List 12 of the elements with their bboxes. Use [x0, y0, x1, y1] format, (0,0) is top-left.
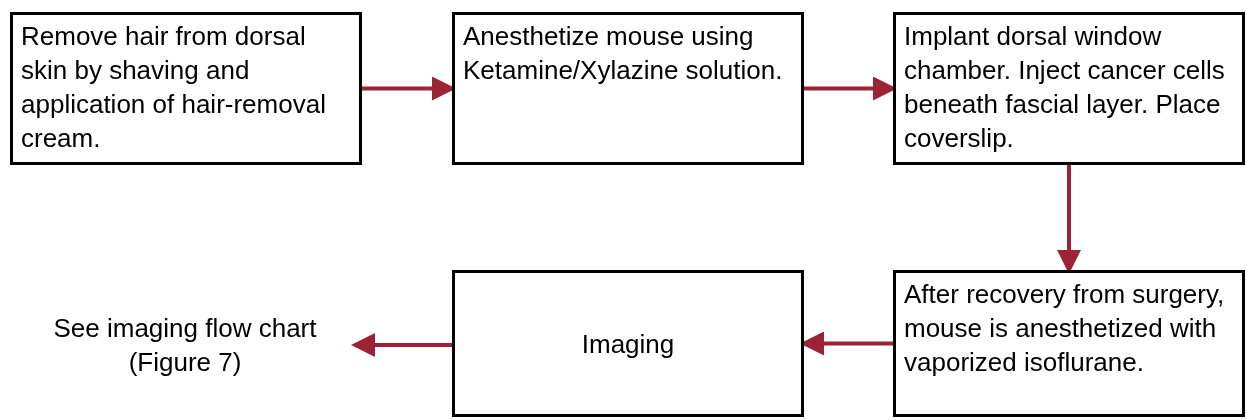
step-text: After recovery from surgery, mouse is anesthetized with vaporized isoflurane.: [904, 278, 1226, 379]
process-box: [452, 270, 804, 417]
step-text: Remove hair from dorsal skin by shaving and application of hair-removal cream.: [21, 20, 327, 155]
step-text: Implant dorsal window chamber. Inject cancer cells beneath fascial layer. Place coverslip.: [904, 20, 1226, 155]
step-text: Imaging: [580, 327, 676, 361]
step-text: Anesthetize mouse using Ketamine/Xylazine solution.: [463, 20, 784, 87]
process-box: [893, 270, 1245, 417]
process-box: [452, 12, 804, 165]
process-box: [10, 12, 362, 165]
note-text: See imaging flow chart (Figure 7): [52, 312, 318, 379]
arrow: [351, 333, 452, 357]
process-box: [893, 12, 1245, 165]
